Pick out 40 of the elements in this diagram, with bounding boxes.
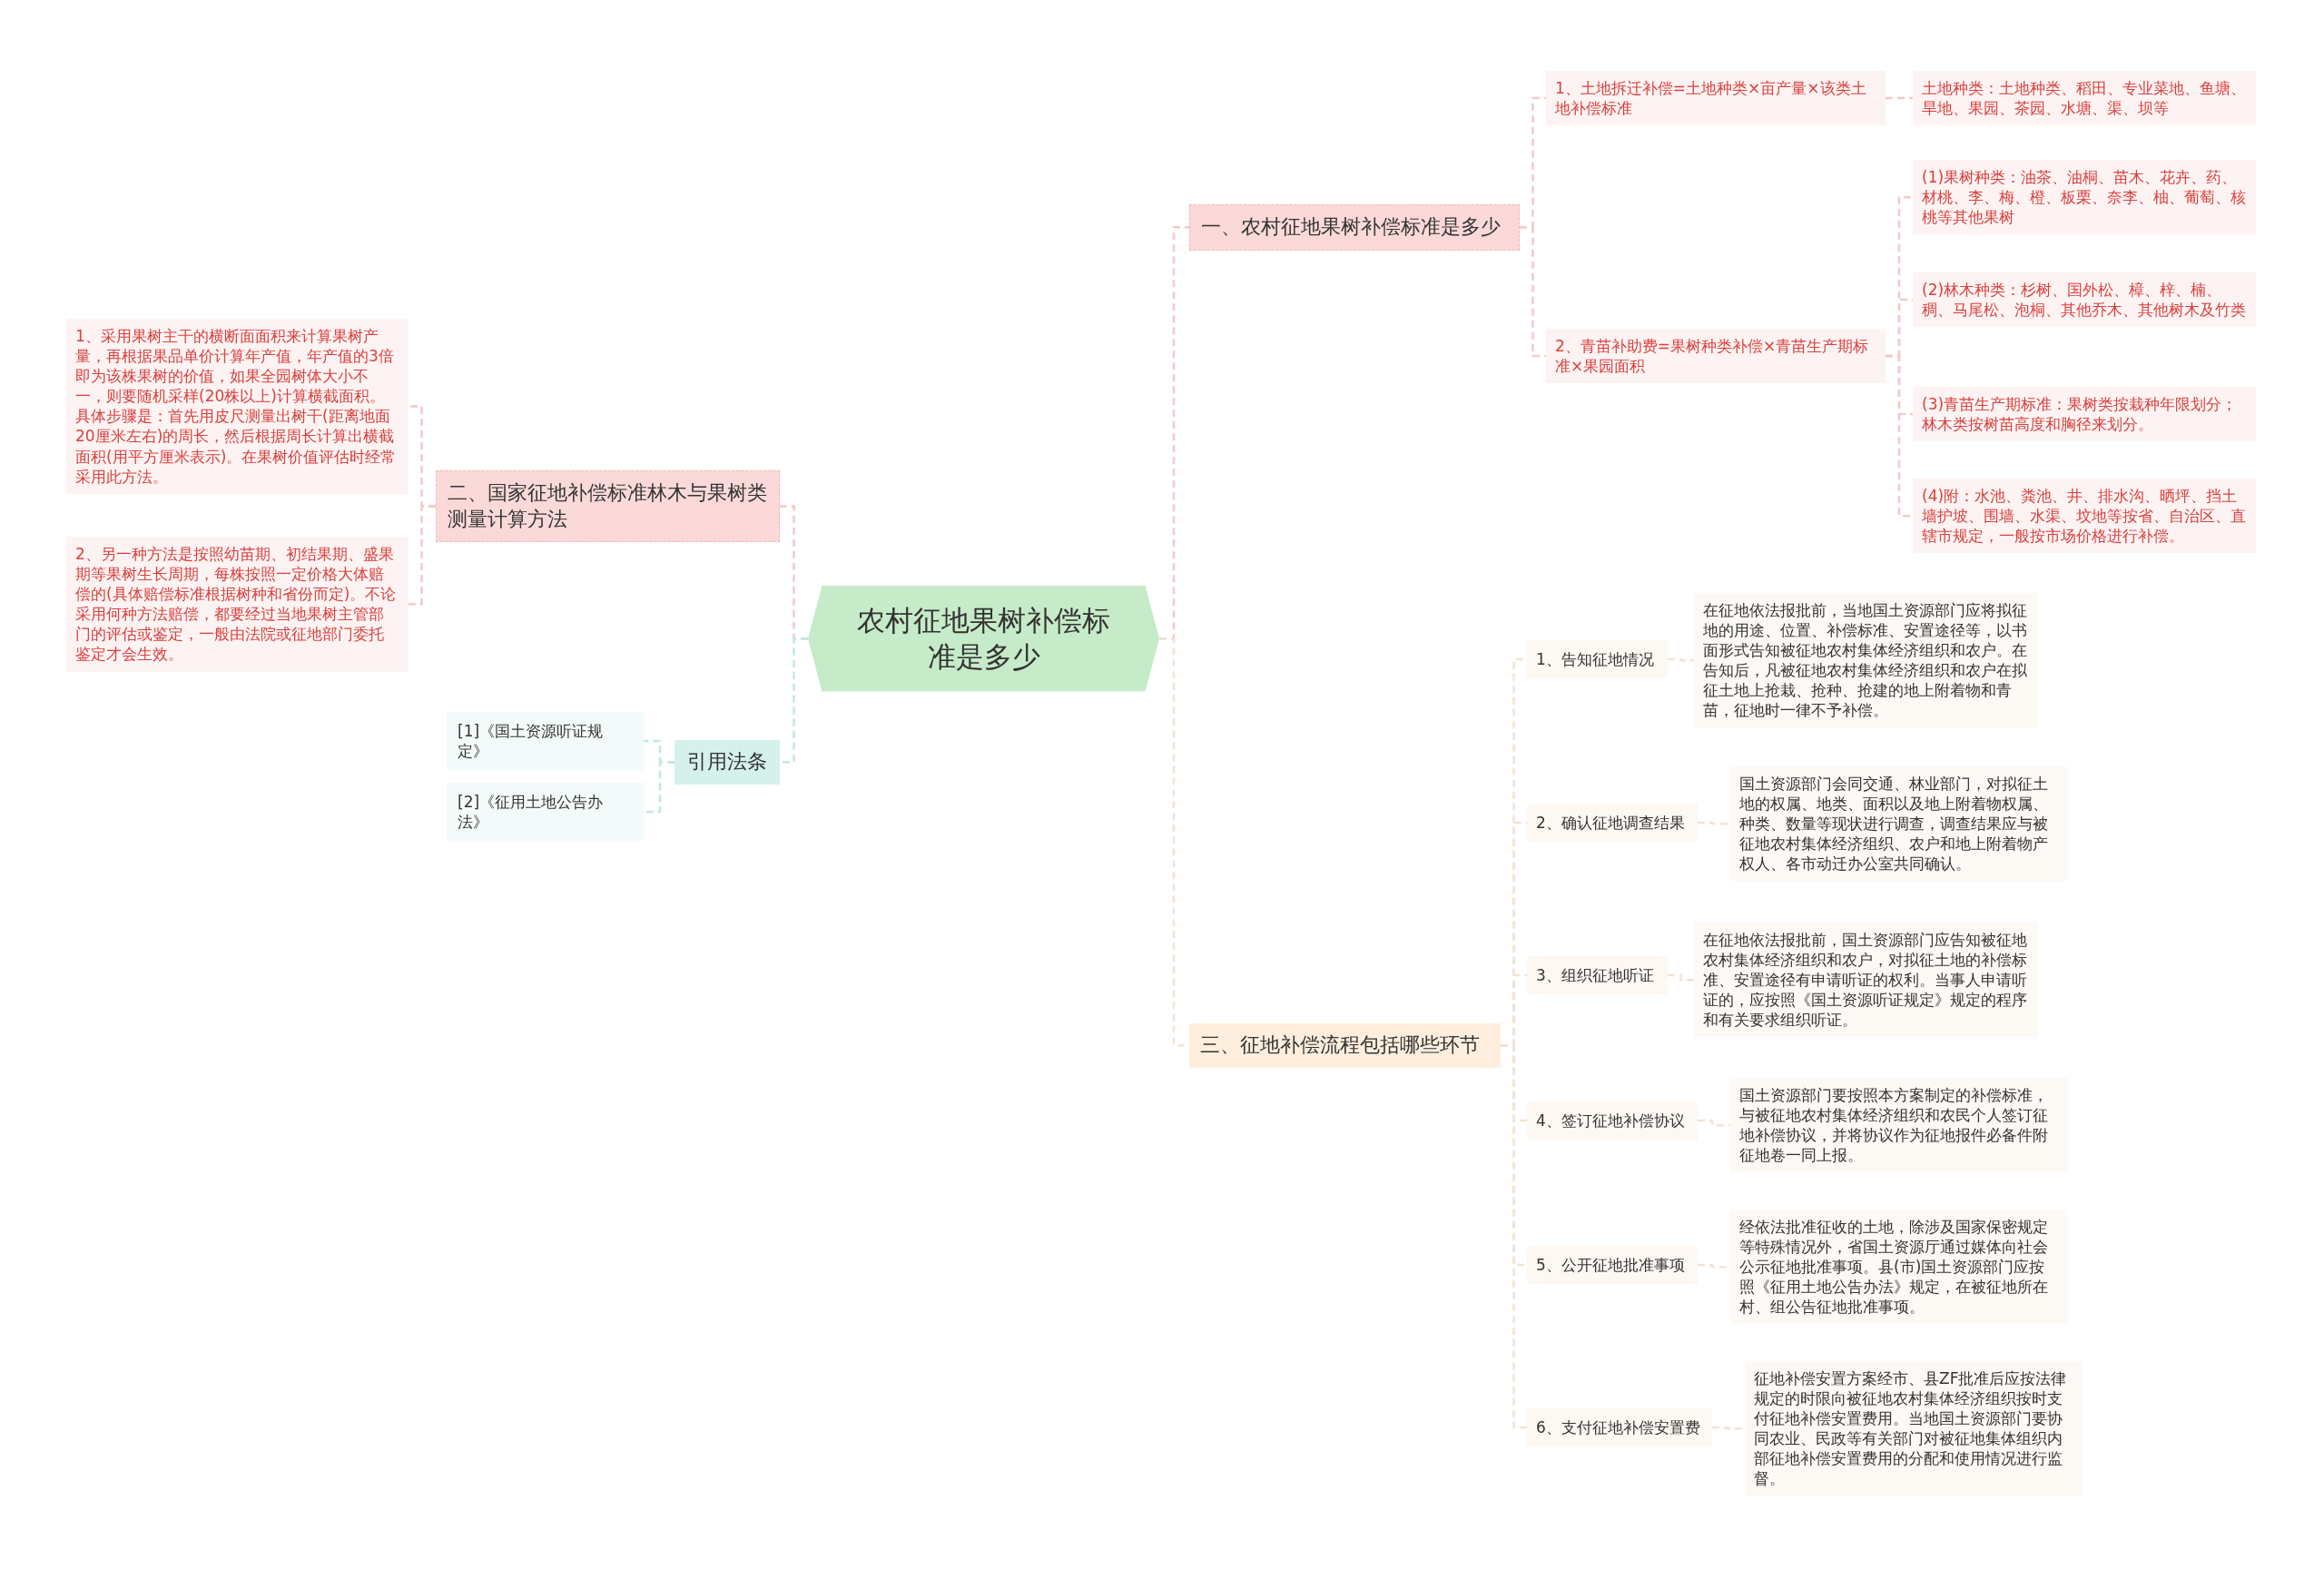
topic-box: 一、农村征地果树补偿标准是多少: [1189, 204, 1520, 251]
text-box: 经依法批准征收的土地，除涉及国家保密规定等特殊情况外，省国土资源厅通过媒体向社会公示征地批准事项。县(市)国土资源部门应按照《征用土地公告办法》规定，在被征地所在村、组公告征地批准事项。: [1730, 1210, 2068, 1325]
connector-line: [408, 505, 436, 606]
step-box: 2、确认征地调查结果: [1527, 804, 1698, 843]
text-box: (3)青苗生产期标准：果树类按栽种年限划分；林木类按树苗高度和胸径来划分。: [1913, 387, 2256, 442]
connector-line: [1668, 657, 1694, 662]
connector-line: [1668, 973, 1694, 982]
text-box: 在征地依法报批前，国土资源部门应告知被征地农村集体经济组织和农户，对拟征土地的补偿标准、安置途径有申请听证的权利。当事人申请听证的，应按照《国土资源听证规定》规定的程序和有关要求组织听证。: [1694, 923, 2038, 1038]
text-box: 土地种类：土地种类、稻田、专业菜地、鱼塘、旱地、果园、茶园、水塘、渠、坝等: [1913, 71, 2256, 126]
reference-box: [2]《征用土地公告办法》: [447, 783, 644, 842]
topic-box: 引用法条: [675, 740, 780, 785]
text-box: 2、青苗补助费=果树种类补偿×青苗生产期标准×果园面积: [1546, 329, 1886, 384]
topic-box: 三、征地补偿流程包括哪些环节: [1189, 1023, 1501, 1068]
step-box: 1、告知征地情况: [1527, 640, 1668, 679]
connector-line: [1698, 1119, 1730, 1127]
step-box: 3、组织征地听证: [1527, 956, 1668, 995]
connector-line: [1886, 354, 1913, 518]
text-box: 2、另一种方法是按照幼苗期、初结果期、盛果期等果树生长周期，每株按照一定价格大体赔偿的(具体赔偿标准根据树种和省份而定)。不论采用何种方法赔偿，都要经过当地果树主管部门的评估或鉴定，一般由法院或征地部门委托鉴定才会生效。: [66, 537, 408, 672]
text-box: 在征地依法报批前，当地国土资源部门应将拟征地的用途、位置、补偿标准、安置途径等，以书面形式告知被征地农村集体经济组织和农户。在告知后，凡被征地农村集体经济组织和农户在拟征土地上抢栽、抢种、抢建的地上附着物和青苗，征地时一律不予补偿。: [1694, 593, 2038, 728]
step-box: 4、签订征地补偿协议: [1527, 1101, 1698, 1140]
connector-line: [1520, 226, 1546, 358]
connector-line: [644, 761, 675, 814]
connector-line: [780, 637, 808, 764]
step-box: 5、公开征地批准事项: [1527, 1246, 1698, 1285]
text-box: (4)附：水池、粪池、井、排水沟、晒坪、挡土墙护坡、围墙、水渠、坟地等按省、自治区、直辖市规定，一般按市场价格进行补偿。: [1913, 479, 2256, 554]
reference-box: [1]《国土资源听证规定》: [447, 712, 644, 771]
text-box: 国土资源部门要按照本方案制定的补偿标准，与被征地农村集体经济组织和农民个人签订征地补偿协议，并将协议作为征地报件必备件附征地卷一同上报。: [1730, 1078, 2068, 1173]
connector-line: [1501, 1044, 1527, 1429]
step-box: 6、支付征地补偿安置费: [1527, 1408, 1712, 1447]
text-box: 征地补偿安置方案经市、县ZF批准后应按法律规定的时限向被征地农村集体经济组织按时支付征地补偿安置费用。当地国土资源部门要协同农业、民政等有关部门对被征地集体组织内部征地补偿安置费用的分配和使用情况进行监督。: [1745, 1361, 2083, 1496]
text-box: 1、土地拆迁补偿=土地种类×亩产量×该类土地补偿标准: [1546, 71, 1886, 126]
connector-line: [1886, 96, 1913, 100]
text-box: 1、采用果树主干的横断面面积来计算果树产量，再根据果品单价计算年产值，年产值的3倍即为该株果树的价值，如果全园树体大小不一，则要随机采样(20株以上)计算横截面积。具体步骤是：首先用皮尺测量出树干(距离地面20厘米左右)的周长，然后根据周长计算出横截面积(用平方厘米表示)。在果树价值评估时经常采用此方法。: [66, 319, 408, 494]
connector-line: [1698, 821, 1730, 825]
text-box: (1)果树种类：油茶、油桐、苗木、花卉、药、材桃、李、梅、橙、板栗、奈李、柚、葡萄、核桃等其他果树: [1913, 160, 2256, 235]
text-box: (2)林木种类：杉树、国外松、樟、梓、楠、稠、马尾松、泡桐、其他乔木、其他树木及竹类: [1913, 272, 2256, 328]
topic-box: 二、国家征地补偿标准林木与果树类测量计算方法: [436, 470, 780, 543]
central-topic: 农村征地果树补偿标准是多少: [808, 586, 1159, 692]
connector-line: [1712, 1426, 1745, 1430]
text-box: 国土资源部门会同交通、林业部门，对拟征土地的权属、地类、面积以及地上附着物权属、种类、数量等现状进行调查，调查结果应与被征地农村集体经济组织、农户和地上附着物产权人、各市动迁办公室共同确认。: [1730, 766, 2068, 882]
